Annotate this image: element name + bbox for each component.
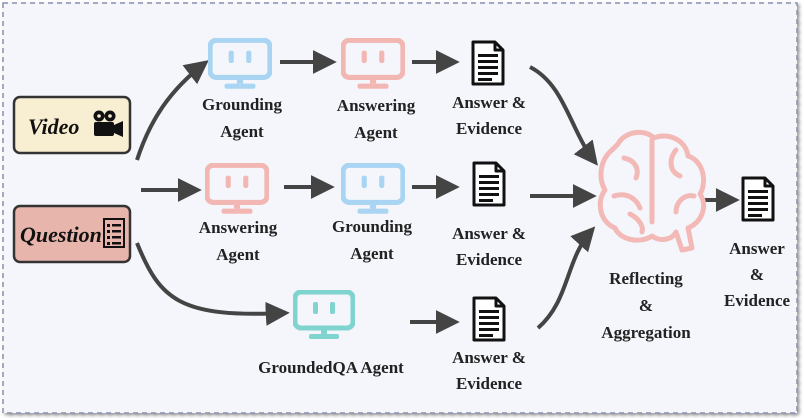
answering-agent-mid: Answering Agent — [199, 165, 278, 264]
arrow-top-to-brain — [529, 65, 598, 166]
final-output: Answer & Evidence — [724, 176, 791, 310]
document-icon — [472, 296, 506, 342]
output-label-line1: Answer & — [452, 224, 526, 243]
arrow-input-to-bot — [135, 242, 290, 326]
arrow-bot-to-brain — [536, 226, 596, 330]
arrow-input-to-top — [135, 60, 209, 161]
agent-label-line1: Answering — [337, 96, 416, 115]
output-label-line1: Answer & — [452, 93, 526, 112]
output-label-line2: Evidence — [456, 119, 523, 138]
video-label: Video — [28, 114, 79, 139]
diagram-background — [2, 2, 798, 414]
brain-icon — [597, 129, 706, 253]
question-input-box: Question — [12, 204, 132, 264]
document-icon — [741, 176, 775, 222]
document-list-icon — [103, 218, 125, 248]
answering-agent-top: Answering Agent — [337, 40, 416, 142]
agent-label-line1: Grounding — [202, 95, 283, 114]
output-label-line2: Evidence — [456, 374, 523, 393]
grounding-agent-top: Grounding Agent — [202, 40, 283, 141]
output-label-line2: Evidence — [456, 250, 523, 269]
grounding-agent-mid: Grounding Agent — [332, 165, 413, 263]
agent-label: GroundedQA Agent — [258, 358, 404, 377]
aggregator-line3: Aggregation — [601, 323, 691, 342]
agent-label-line2: Agent — [350, 244, 394, 263]
aggregator-line2: & — [639, 296, 653, 315]
final-line2: & — [750, 265, 764, 284]
agent-label-line2: Agent — [216, 245, 260, 264]
output-label-line1: Answer & — [452, 348, 526, 367]
aggregator-label: Reflecting & Aggregation — [601, 269, 691, 342]
groundedqa-agent: GroundedQA Agent — [258, 292, 404, 377]
agent-label-line1: Answering — [199, 218, 278, 237]
agent-label-line1: Grounding — [332, 217, 413, 236]
final-line1: Answer — [729, 239, 785, 258]
document-icon — [471, 40, 505, 86]
final-line3: Evidence — [724, 291, 791, 310]
film-camera-icon — [93, 110, 123, 137]
agent-label-line2: Agent — [354, 123, 398, 142]
output-top: Answer & Evidence — [452, 40, 526, 138]
question-label: Question — [20, 222, 102, 247]
document-icon — [472, 161, 506, 207]
aggregator-line1: Reflecting — [609, 269, 683, 288]
video-input-box: Video — [12, 95, 132, 155]
arrows — [135, 50, 740, 334]
agent-label-line2: Agent — [220, 122, 264, 141]
output-bot: Answer & Evidence — [452, 296, 526, 393]
output-mid: Answer & Evidence — [452, 161, 526, 269]
